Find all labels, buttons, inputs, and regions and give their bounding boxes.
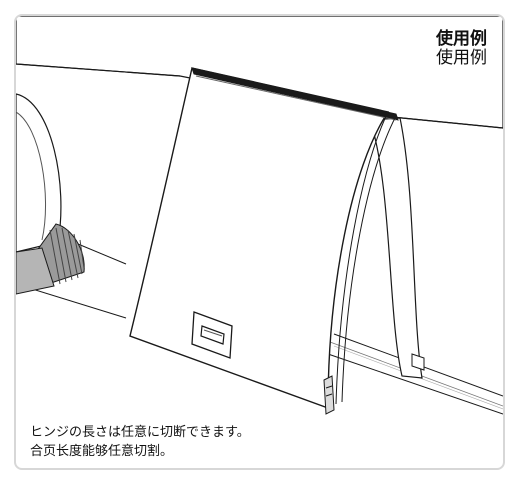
- door-handle: [191, 311, 233, 359]
- hinge-usage-illustration: [16, 16, 503, 415]
- caption-top: 使用例 使用例: [436, 29, 487, 69]
- caption-bottom-zh: 合页长度能够任意切割。: [30, 444, 174, 460]
- cabinet-door: [129, 67, 425, 415]
- illustration-card: 使用例 使用例 ヒンジの長さは任意に切断できます。 合页长度能够任意切割。: [14, 14, 505, 470]
- tire-graphic: [16, 93, 85, 295]
- hinge-bracket: [323, 353, 425, 415]
- caption-bottom: ヒンジの長さは任意に切断できます。 合页长度能够任意切割。: [30, 424, 250, 462]
- caption-top-zh: 使用例: [436, 48, 487, 69]
- caption-bottom-jp: ヒンジの長さは任意に切断できます。: [30, 425, 250, 441]
- caption-top-jp: 使用例: [436, 29, 487, 49]
